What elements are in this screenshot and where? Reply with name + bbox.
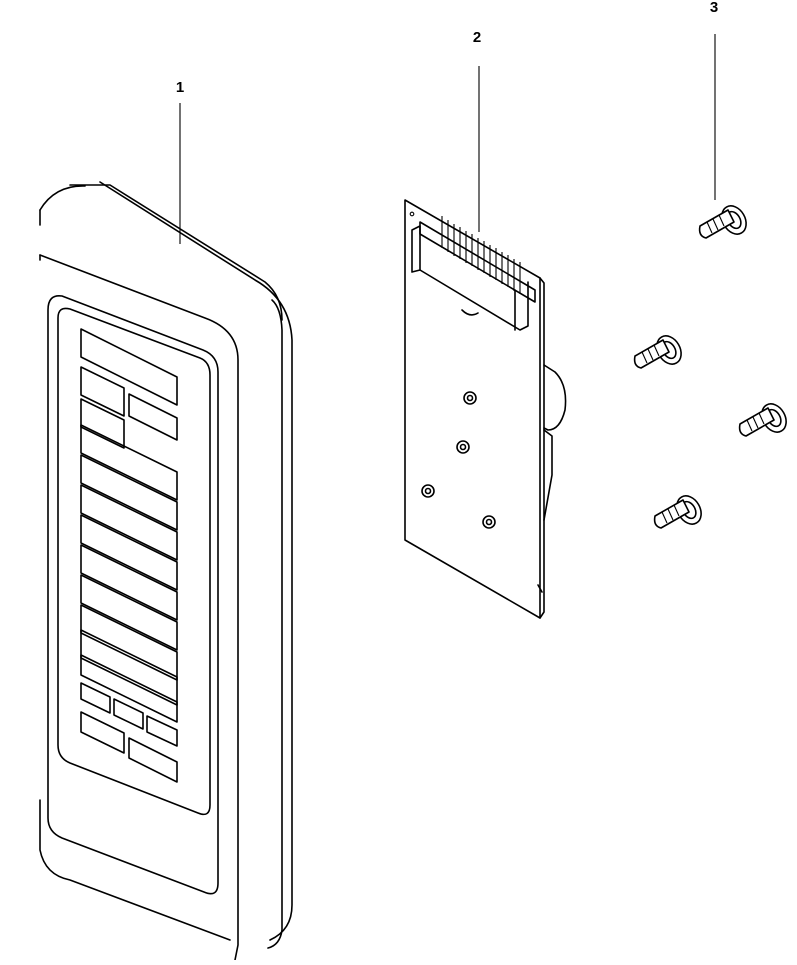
rear-component — [543, 364, 567, 431]
mount-holes — [421, 391, 496, 529]
panel-back-frame — [99, 181, 293, 941]
panel-back-top-edge — [39, 185, 86, 211]
key-small-1 — [80, 366, 125, 417]
mount-hole-2 — [456, 440, 470, 454]
callout-2-label: 2 — [472, 29, 482, 46]
key-row-9 — [80, 654, 178, 723]
mount-hole-3 — [421, 484, 435, 498]
key-bottom-1 — [80, 682, 111, 714]
key-bottom-5 — [128, 737, 178, 783]
screw-4 — [653, 490, 707, 530]
key-bottom-2 — [113, 698, 144, 730]
board-corner-hole — [409, 211, 415, 217]
connector-header — [411, 216, 536, 331]
connector-body — [419, 269, 529, 331]
panel-middle-frame — [69, 184, 283, 321]
connector-latch — [461, 309, 479, 316]
screw-2 — [633, 330, 687, 370]
board-edge — [539, 277, 545, 619]
callout-1-label: 1 — [175, 79, 185, 96]
key-row-8 — [80, 629, 178, 706]
key-bottom-4 — [80, 711, 125, 754]
key-row-6 — [80, 574, 178, 651]
rear-bracket — [543, 429, 553, 521]
screws — [633, 200, 792, 530]
key-small-2 — [128, 393, 178, 441]
touchpad-inner — [57, 307, 211, 816]
control-panel — [39, 181, 293, 961]
panel-side-edge — [267, 299, 283, 949]
panel-front-bottom — [39, 799, 231, 941]
mount-hole-4 — [482, 515, 496, 529]
key-row-2 — [80, 454, 178, 531]
screw-1 — [698, 200, 752, 240]
keypad — [80, 328, 178, 783]
key-bottom-3 — [146, 715, 178, 747]
connector-pins — [441, 216, 521, 294]
key-row-3 — [80, 484, 178, 561]
key-row-1 — [80, 424, 178, 501]
panel-front-face — [39, 254, 239, 961]
key-row-4 — [80, 514, 178, 591]
touchpad-outer — [47, 294, 219, 895]
key-row-5 — [80, 544, 178, 621]
key-display — [80, 328, 178, 406]
key-small-3 — [80, 398, 125, 449]
screw-3 — [738, 398, 792, 438]
callout-3-label: 3 — [709, 0, 719, 16]
mount-hole-1 — [463, 391, 477, 405]
rear-tab — [537, 584, 543, 593]
circuit-board — [404, 199, 567, 619]
